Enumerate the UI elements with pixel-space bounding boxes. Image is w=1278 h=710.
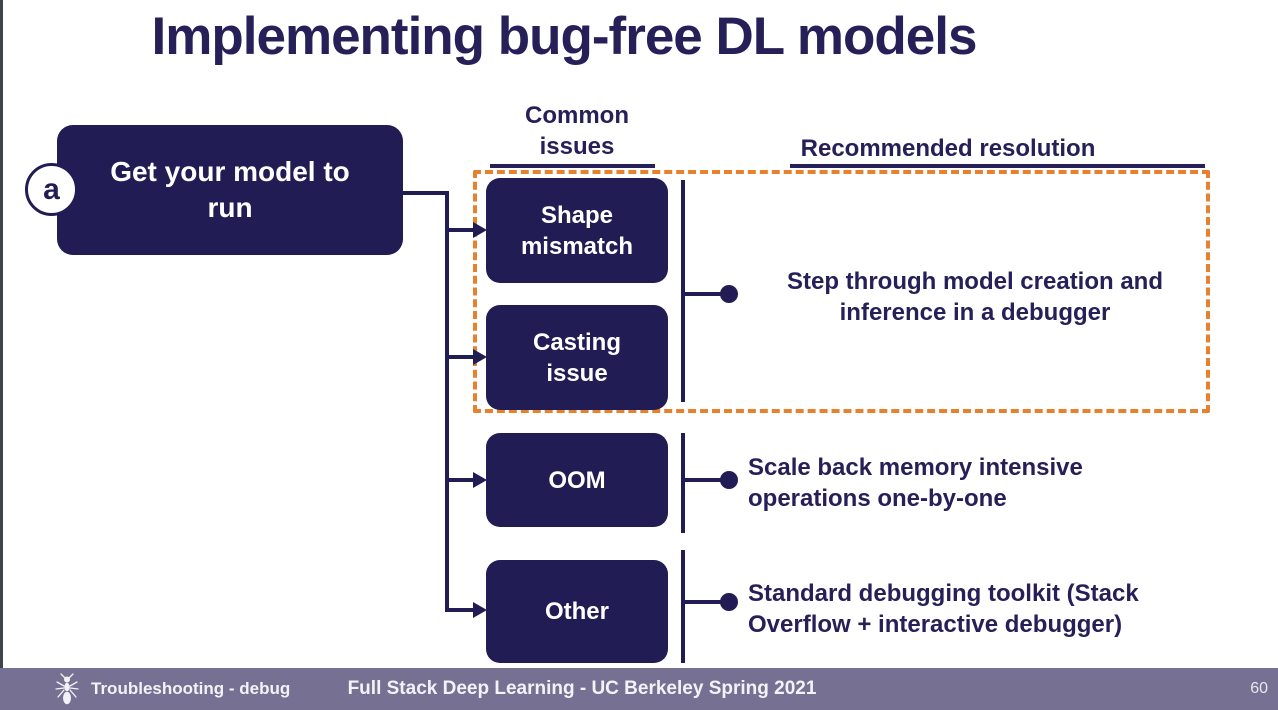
ant-logo-icon <box>55 673 79 705</box>
resolution-text-other: Standard debugging toolkit (Stack Overfl… <box>748 580 1139 638</box>
collector-line-debugger <box>681 180 685 402</box>
stem-line-other <box>681 600 725 604</box>
issue-box-casting-issue: Casting issue <box>486 305 668 410</box>
connector-trunk-vertical <box>445 191 449 612</box>
arrowhead-other-icon <box>473 602 487 618</box>
arrowhead-casting-icon <box>473 349 487 365</box>
footer-bar: Troubleshooting - debug Full Stack Deep … <box>0 668 1278 710</box>
resolution-text-oom: Scale back memory intensive operations o… <box>748 454 1083 512</box>
bullet-dot-debugger <box>720 285 738 303</box>
connector-branch-shape <box>445 228 475 232</box>
footer-course-label: Full Stack Deep Learning - UC Berkeley S… <box>347 678 817 699</box>
recommended-resolution-underline <box>790 164 1205 168</box>
step-marker-badge: a <box>25 163 78 216</box>
footer-page-number: 60 <box>1250 680 1268 697</box>
issue-box-other: Other <box>486 560 668 663</box>
footer-section-label: Troubleshooting - debug <box>91 679 291 698</box>
bullet-dot-oom <box>720 471 738 489</box>
connector-branch-oom <box>445 478 475 482</box>
common-issues-underline <box>490 164 655 168</box>
connector-trunk-horizontal <box>403 191 449 195</box>
recommended-resolution-header: Recommended resolution <box>800 135 1096 162</box>
slide-title: Implementing bug-free DL models <box>151 7 978 66</box>
connector-branch-other <box>445 608 475 612</box>
stem-line-oom <box>681 478 725 482</box>
collector-line-oom <box>681 433 685 533</box>
issue-box-shape-mismatch: Shape mismatch <box>486 178 668 283</box>
footer-left-group: Troubleshooting - debug <box>55 668 290 710</box>
collector-line-other <box>681 550 685 663</box>
bullet-dot-other <box>720 593 738 611</box>
resolution-text-debugger: Step through model creation and inferenc… <box>786 268 1164 326</box>
common-issues-header: Common issues <box>525 102 629 160</box>
arrowhead-shape-icon <box>473 222 487 238</box>
issue-box-oom: OOM <box>486 433 668 527</box>
connector-branch-casting <box>445 355 475 359</box>
flow-root-box: Get your model to run <box>57 125 403 255</box>
arrowhead-oom-icon <box>473 472 487 488</box>
left-edge-divider <box>0 0 3 710</box>
stem-line-debugger <box>681 292 725 296</box>
dashed-highlight-group <box>473 170 1210 413</box>
